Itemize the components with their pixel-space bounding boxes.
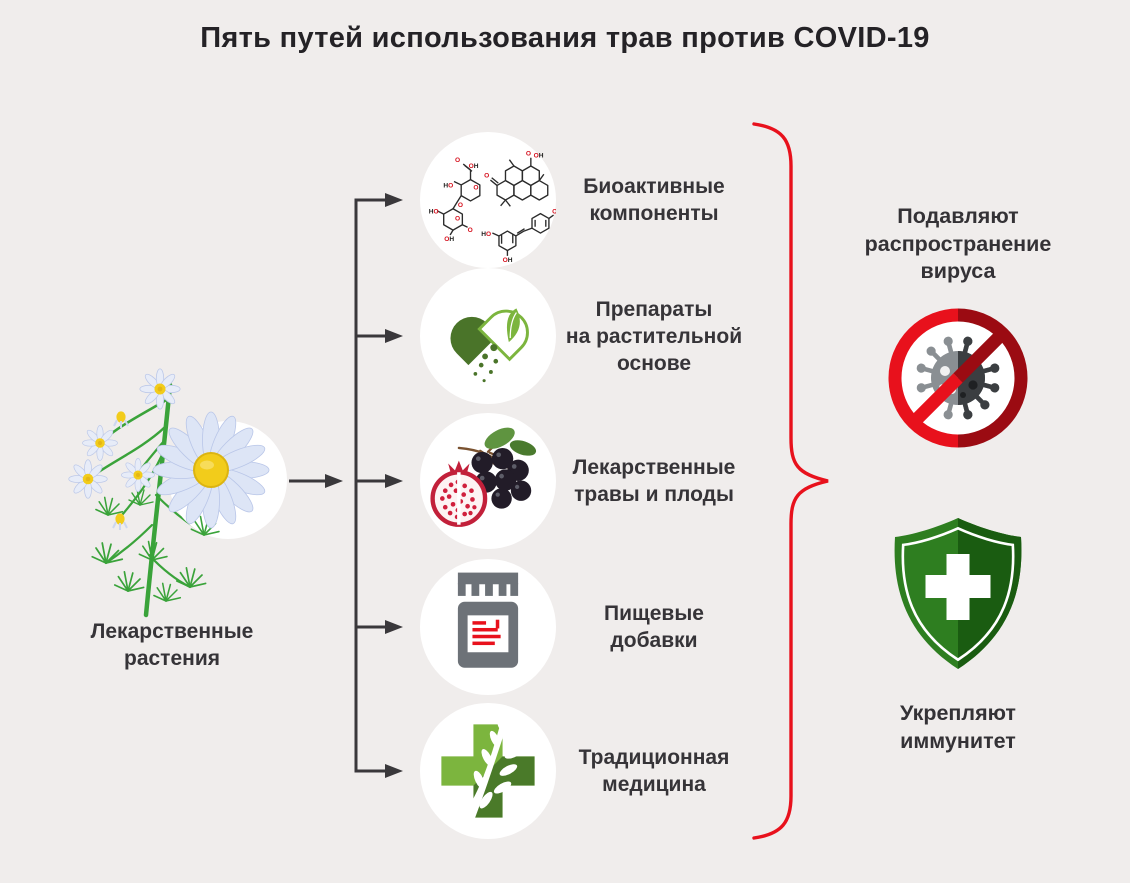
chamomile-plant-icon <box>68 368 287 618</box>
pathway-label-3: Лекарственные травы и плоды <box>572 456 736 506</box>
pathway-label-2: Препараты на растительной основе <box>565 297 743 375</box>
svg-text:OH: OH <box>534 152 544 159</box>
svg-text:HO: HO <box>443 182 453 189</box>
pathway-circle-2 <box>420 268 556 404</box>
svg-text:OH: OH <box>444 236 454 243</box>
svg-text:O: O <box>484 173 489 180</box>
page-title: Пять путей использования трав против COV… <box>200 22 930 54</box>
pathway-circle-3 <box>420 413 556 549</box>
svg-text:O: O <box>455 157 460 164</box>
svg-text:O: O <box>458 202 463 209</box>
svg-text:O: O <box>526 150 531 157</box>
svg-text:HO: HO <box>429 209 439 216</box>
pathway-circle-1: OH O HO HO OH O O O O O O OH HO OH OH <box>420 132 556 268</box>
svg-text:OH: OH <box>503 257 513 264</box>
outcome-label-strengthen-immunity: Укрепляют иммунитет <box>900 701 1016 753</box>
daisy-flower <box>152 411 270 529</box>
curly-brace <box>752 122 829 840</box>
svg-text:O: O <box>468 227 473 234</box>
pathway-label-1: Биоактивные компоненты <box>583 175 725 225</box>
pathway-circle-4 <box>420 559 556 695</box>
immunity-shield-icon <box>894 518 1022 669</box>
no-virus-icon <box>888 308 1028 448</box>
cross-branch-icon <box>441 714 535 820</box>
supplement-jar-icon <box>457 572 519 668</box>
svg-text:O: O <box>473 184 478 191</box>
svg-text:O: O <box>455 215 460 222</box>
flow-connector-arrows <box>289 193 403 778</box>
pomegranate-berries-icon <box>430 427 537 527</box>
svg-text:OH: OH <box>552 209 556 216</box>
molecule-icon: OH O HO HO OH O O O O O O OH HO OH OH <box>429 150 556 264</box>
plant-label: Лекарственные растения <box>90 620 254 670</box>
herbal-capsule-icon <box>450 308 529 383</box>
svg-text:OH: OH <box>469 163 479 170</box>
pathway-label-4: Пищевые добавки <box>604 602 704 652</box>
pathway-label-5: Традиционная медицина <box>578 746 730 796</box>
svg-text:HO: HO <box>481 231 491 238</box>
pathway-circle-5 <box>420 703 556 839</box>
outcome-label-suppress-virus: Подавляют распространение вируса <box>864 204 1052 283</box>
